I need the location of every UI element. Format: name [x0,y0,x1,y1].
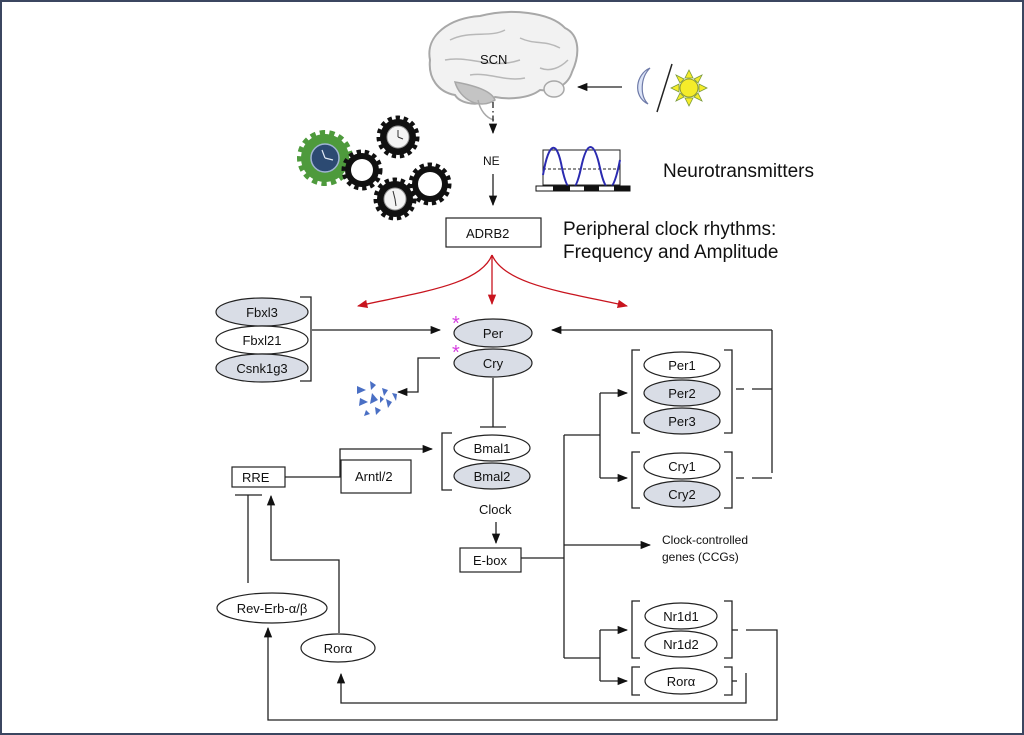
adrb2-left-red-arrow [356,254,493,308]
rre-label: RRE [242,470,270,485]
per3-label: Per3 [668,414,695,429]
fbxl-csnk-group: Fbxl3 Fbxl21 Csnk1g3 [215,296,312,383]
rora-to-rora-arrow [336,672,747,704]
adrb2-box [445,217,542,248]
rora-right-label: Rorα [667,674,696,689]
ror--node [644,667,718,695]
rev-erb-node [216,592,328,624]
ccg-label-line2: genes (CCGs) [662,550,739,564]
neurotransmitters-label: Neurotransmitters [663,161,814,182]
rev-erb-label: Rev-Erb-α/β [237,601,308,616]
per-label: Per [483,326,504,341]
black-gear [376,115,420,159]
cry-gene-group: Cry1 Cry2 [631,451,733,509]
degradation-arrow [396,357,440,397]
bmal2-node [453,462,531,490]
bracket-right [300,296,312,382]
bmal2-label: Bmal2 [474,469,511,484]
per2-node [643,379,721,407]
per1-label: Per1 [668,358,695,373]
per-gene-group: Per1 Per2 Per3 [631,349,733,435]
ccg-label-line1: Clock-controlled [662,533,748,547]
ne-label: NE [483,154,500,168]
green-gear [297,130,353,186]
sun-icon [670,69,708,107]
per-asterisk: * [452,313,460,335]
arntl2-box [340,459,412,494]
cry-node [453,348,533,378]
bracket-left [441,432,452,491]
fbxl21-label: Fbxl21 [242,333,281,348]
nr1d-gene-group: Nr1d1 Nr1d2 [631,600,733,659]
nr1d2-label: Nr1d2 [663,637,698,652]
cry2-node [643,480,721,508]
per-node [453,318,533,348]
ebox-label: E-box [473,553,507,568]
degradation-fragments-icon [357,381,397,416]
rora-to-rre-arrow [266,494,340,633]
oscillation-wave-icon [535,146,631,192]
black-gear [408,162,452,206]
arntl-to-bmal-arrow [339,444,434,477]
adrb2-right-red-arrow [491,254,629,308]
per-cry-complex: Per Cry * * [452,313,533,378]
cry1-node [643,452,721,480]
peripheral-rhythms-line1: Peripheral clock rhythms: [563,219,776,240]
scn-label: SCN [480,52,507,67]
nr-to-reverb-arrow [263,626,778,721]
bmal1-label: Bmal1 [474,441,511,456]
per1-node [643,351,721,379]
cry-label: Cry [483,356,504,371]
adrb2-label: ADRB2 [466,226,509,241]
black-gear [341,149,383,191]
nr1d1-node [644,602,718,630]
rora-left-label: Rorα [324,641,353,656]
black-gear [373,177,417,221]
per3-node [643,407,721,435]
day-night-divider [656,63,673,113]
rora-gene-group: Rorα [631,666,733,696]
csnk1g3-label: Csnk1g3 [236,361,287,376]
nr1d1-label: Nr1d1 [663,609,698,624]
bmal-group: Bmal1 Bmal2 [441,432,531,491]
moon-icon [637,67,651,105]
csnk1g3-node [215,353,309,383]
nr1d2-node [644,630,718,658]
per2-label: Per2 [668,386,695,401]
peripheral-rhythms-line2: Frequency and Amplitude [563,242,778,263]
rora-left-node [300,633,376,663]
gears-clock-icon [297,115,452,221]
cry-asterisk: * [452,342,460,364]
cry1-label: Cry1 [668,459,695,474]
bmal1-node [453,434,531,462]
ebox-box [459,547,522,573]
arntl2-label: Arntl/2 [355,469,393,484]
fbxl3-label: Fbxl3 [246,305,278,320]
cry2-label: Cry2 [668,487,695,502]
brain-icon [428,11,579,121]
clock-label: Clock [479,502,512,517]
